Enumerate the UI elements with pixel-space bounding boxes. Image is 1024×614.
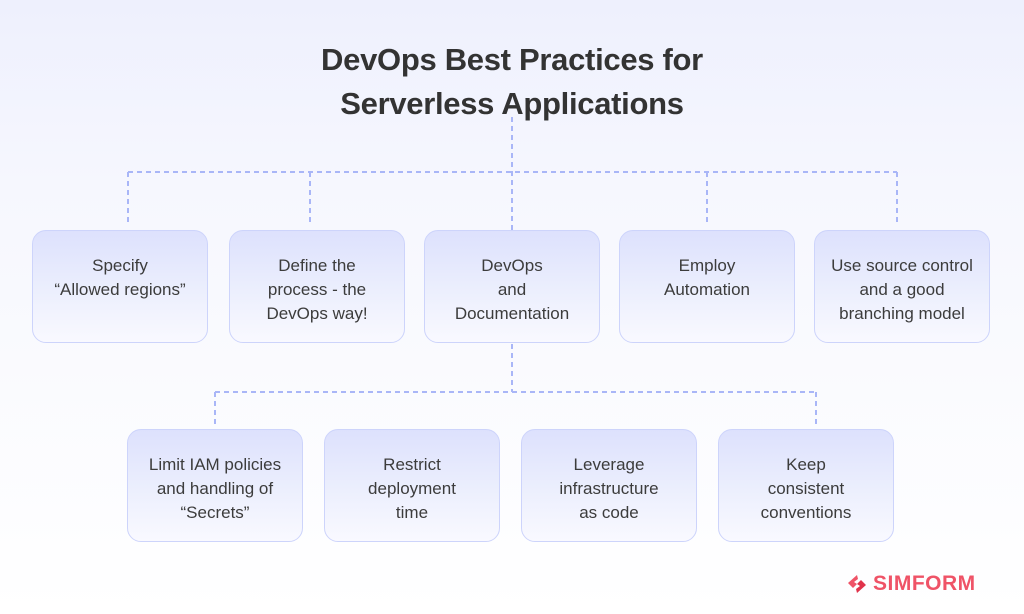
node-label: Restrict deployment time <box>368 455 456 522</box>
simform-logo: SIMFORM <box>846 572 976 596</box>
node-label: Specify “Allowed regions” <box>54 256 186 299</box>
logo-text: SIMFORM <box>873 572 976 595</box>
node-consistent-conventions: Keep consistent conventions <box>718 429 894 542</box>
node-devops-documentation: DevOps and Documentation <box>424 230 600 343</box>
node-label: Leverage infrastructure as code <box>559 455 659 522</box>
node-allowed-regions: Specify “Allowed regions” <box>32 230 208 343</box>
node-label: DevOps and Documentation <box>454 256 570 323</box>
node-limit-iam: Limit IAM policies and handling of “Secr… <box>127 429 303 542</box>
diagram-title: DevOps Best Practices for Serverless App… <box>0 38 1024 126</box>
node-define-process: Define the process - the DevOps way! <box>229 230 405 343</box>
node-label: Define the process - the DevOps way! <box>266 256 368 323</box>
node-infrastructure-as-code: Leverage infrastructure as code <box>521 429 697 542</box>
node-restrict-deployment: Restrict deployment time <box>324 429 500 542</box>
simform-logo-icon <box>848 575 866 593</box>
node-source-control: Use source control and a good branching … <box>814 230 990 343</box>
title-line-2: Serverless Applications <box>340 86 684 121</box>
node-employ-automation: Employ Automation <box>619 230 795 343</box>
title-line-1: DevOps Best Practices for <box>321 42 703 77</box>
node-label: Keep consistent conventions <box>760 455 852 522</box>
node-label: Use source control and a good branching … <box>831 256 973 323</box>
node-label: Limit IAM policies and handling of “Secr… <box>148 455 282 522</box>
node-label: Employ Automation <box>664 256 750 299</box>
